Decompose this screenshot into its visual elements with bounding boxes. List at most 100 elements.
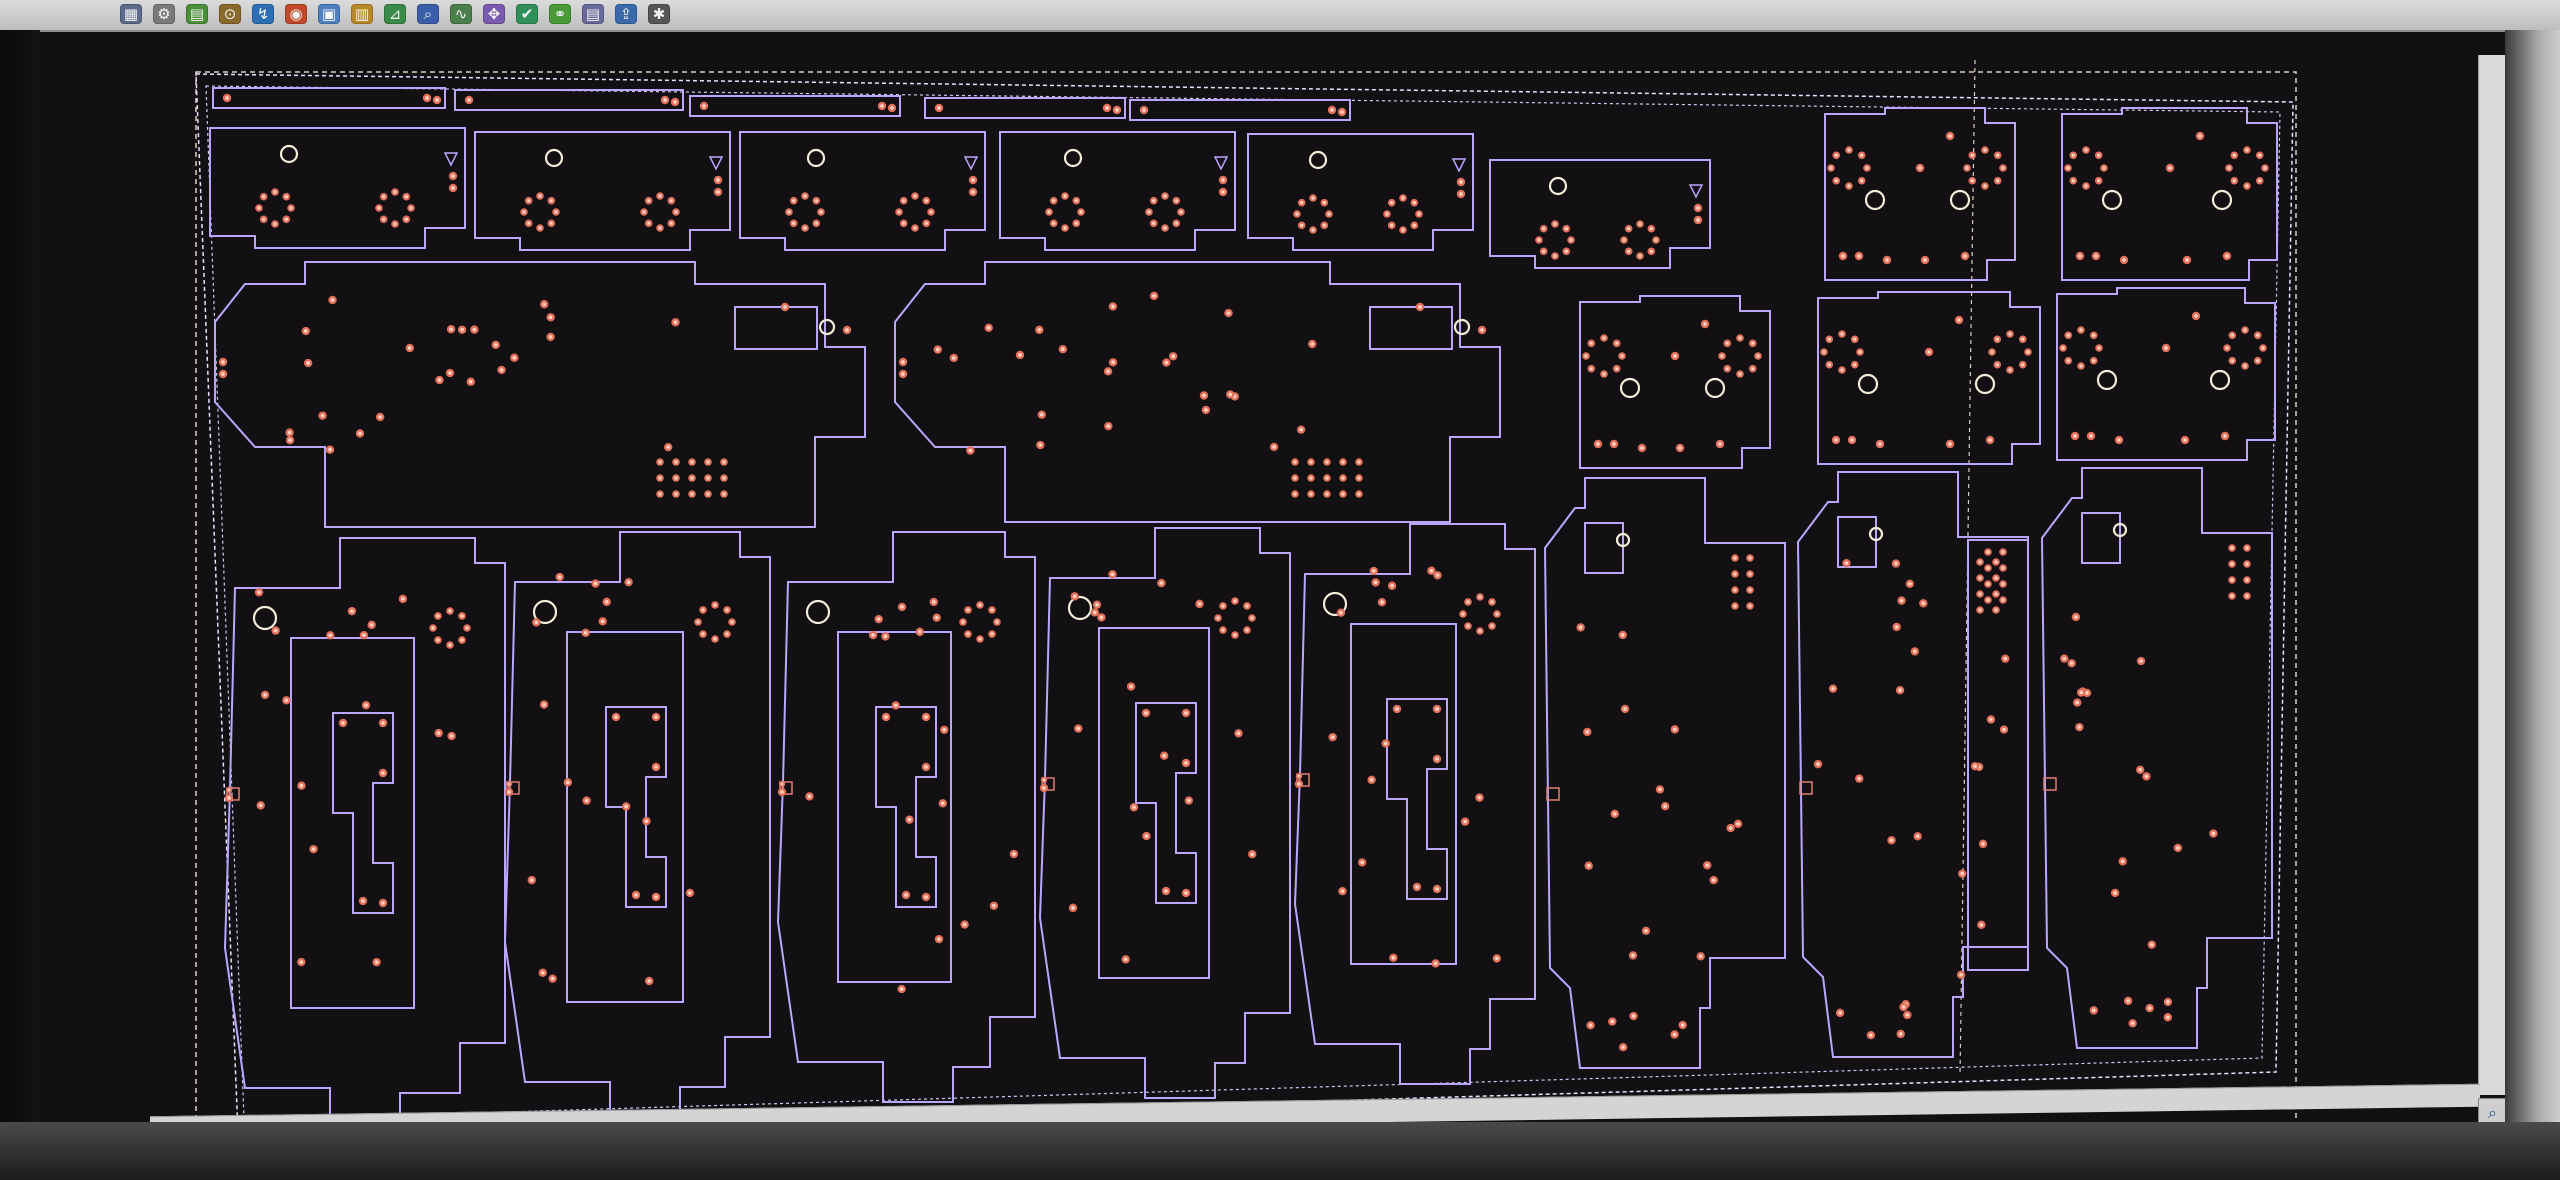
pad-hole bbox=[1297, 782, 1301, 786]
pad-hole bbox=[303, 329, 308, 333]
measure-icon[interactable]: ⊿ bbox=[384, 4, 406, 24]
pad-hole bbox=[1615, 367, 1619, 371]
pad-hole bbox=[2263, 166, 2267, 170]
route-icon[interactable]: ↯ bbox=[252, 4, 274, 24]
pad-hole bbox=[702, 104, 706, 108]
monitor-bezel-left bbox=[0, 30, 40, 1180]
pad-hole bbox=[917, 629, 922, 634]
pad-hole bbox=[674, 476, 678, 480]
pad-hole bbox=[1245, 604, 1249, 608]
pad-hole bbox=[1654, 238, 1658, 242]
pad-hole bbox=[1018, 353, 1022, 357]
report-icon[interactable]: ▤ bbox=[582, 4, 604, 24]
pad-hole bbox=[468, 379, 473, 384]
drc-icon[interactable]: ✔ bbox=[516, 4, 538, 24]
pad-hole bbox=[1369, 777, 1374, 782]
pad-hole bbox=[1620, 354, 1624, 358]
pad-hole bbox=[526, 221, 531, 226]
pad-hole bbox=[311, 847, 316, 852]
pad-hole bbox=[1918, 166, 1922, 170]
pad-hole bbox=[1948, 442, 1952, 446]
pad-hole bbox=[448, 609, 452, 613]
pad-hole bbox=[716, 190, 720, 194]
pad-hole bbox=[1245, 628, 1249, 632]
pad-hole bbox=[221, 360, 225, 364]
mounting-ring bbox=[1308, 150, 1328, 170]
tall-board bbox=[223, 537, 506, 1129]
mounting-ring bbox=[1063, 148, 1083, 168]
wire-icon[interactable]: ∿ bbox=[450, 4, 472, 24]
mounting-ring bbox=[818, 318, 836, 336]
pad-hole bbox=[807, 794, 812, 799]
pad-hole bbox=[642, 210, 646, 214]
pad-hole bbox=[299, 783, 304, 788]
via-icon[interactable]: ◉ bbox=[285, 4, 307, 24]
vertical-scrollbar[interactable] bbox=[2478, 55, 2506, 1095]
pad-hole bbox=[1074, 198, 1079, 203]
pad-hole bbox=[221, 372, 225, 376]
pad-hole bbox=[966, 608, 970, 612]
component-icon[interactable]: ▥ bbox=[351, 4, 373, 24]
pad-hole bbox=[1357, 492, 1361, 496]
export-icon[interactable]: ⇪ bbox=[615, 4, 637, 24]
pad-hole bbox=[1311, 196, 1315, 200]
pad-hole bbox=[1703, 322, 1707, 326]
mounting-ring bbox=[1868, 526, 1884, 542]
pad-hole bbox=[1164, 889, 1168, 893]
pad-hole bbox=[1602, 336, 1606, 340]
pad-hole bbox=[2092, 333, 2096, 337]
pad-hole bbox=[2066, 333, 2070, 337]
pad-hole bbox=[2198, 134, 2202, 138]
pad-hole bbox=[1834, 438, 1838, 442]
pad-hole bbox=[2243, 364, 2247, 368]
grid-icon[interactable]: ▣ bbox=[318, 4, 340, 24]
pad-hole bbox=[1111, 360, 1115, 365]
pad-hole bbox=[2211, 831, 2216, 836]
pad-hole bbox=[924, 715, 928, 719]
pad-hole bbox=[2001, 598, 2005, 602]
pad-hole bbox=[1151, 221, 1156, 226]
pad-hole bbox=[1960, 871, 1965, 876]
pad-hole bbox=[791, 198, 796, 203]
pad-hole bbox=[1179, 210, 1183, 214]
pad-hole bbox=[1748, 572, 1752, 576]
zoom-icon[interactable]: ⌕ bbox=[417, 4, 439, 24]
pad-hole bbox=[1074, 221, 1079, 226]
pad-hole bbox=[2138, 767, 2143, 772]
pad-hole bbox=[1612, 442, 1616, 446]
gear-icon[interactable]: ⚙ bbox=[153, 4, 175, 24]
pad-hole bbox=[1341, 460, 1345, 464]
pad-hole bbox=[1459, 192, 1463, 196]
pad-hole bbox=[690, 476, 694, 480]
pad-hole bbox=[1106, 424, 1111, 429]
keyed-slot bbox=[1135, 702, 1197, 904]
mounting-ring bbox=[2112, 522, 2128, 538]
drill-icon[interactable]: ⊙ bbox=[219, 4, 241, 24]
pad-hole bbox=[1373, 580, 1378, 585]
pad-hole bbox=[2165, 1015, 2170, 1020]
pad-hole bbox=[937, 937, 941, 942]
pad-hole bbox=[1309, 460, 1313, 464]
pad-hole bbox=[658, 226, 662, 230]
pad-hole bbox=[550, 976, 555, 981]
help-icon[interactable]: ✱ bbox=[648, 4, 670, 24]
network-icon[interactable]: ⚭ bbox=[549, 4, 571, 24]
pad-hole bbox=[1357, 460, 1361, 464]
pad-hole bbox=[990, 608, 994, 612]
select-icon[interactable]: ✥ bbox=[483, 4, 505, 24]
pad-hole bbox=[971, 190, 975, 194]
panel-outer-frame bbox=[195, 71, 2297, 1161]
pad-hole bbox=[626, 580, 631, 585]
pad-hole bbox=[1751, 367, 1755, 371]
pad-hole bbox=[814, 221, 819, 226]
pad-hole bbox=[258, 803, 263, 808]
pad-hole bbox=[2232, 179, 2236, 183]
pad-hole bbox=[288, 438, 292, 443]
pcb-icon[interactable]: ▤ bbox=[186, 4, 208, 24]
pad-hole bbox=[730, 620, 734, 624]
pad-hole bbox=[1898, 1032, 1903, 1036]
layers-icon[interactable]: ▦ bbox=[120, 4, 142, 24]
pad-hole bbox=[522, 210, 526, 214]
pad-hole bbox=[690, 460, 694, 464]
